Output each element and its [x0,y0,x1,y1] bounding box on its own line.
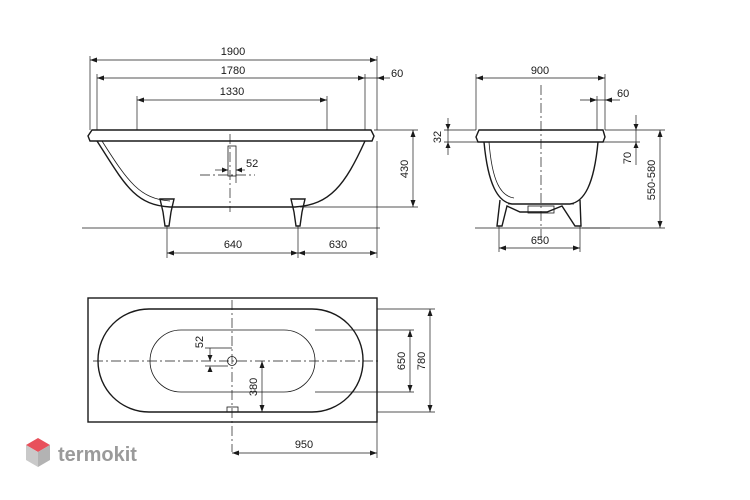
plan-inner-width-label: 650 [396,352,408,370]
side-leg-spacing-label: 640 [224,239,242,251]
side-bottom-length-label: 1330 [220,86,244,98]
side-inner-length-label: 1780 [221,65,245,77]
plan-overall-width-label: 780 [416,352,428,370]
end-rim-thickness-label: 32 [432,131,444,143]
side-view: 1900 1780 60 1330 52 430 [82,46,418,258]
end-overall-width-label: 900 [531,65,549,77]
brand-name: termokit [58,444,137,466]
plan-drain-to-edge-label: 380 [248,378,260,396]
side-depth-label: 430 [399,160,411,178]
side-rim-width-label: 60 [391,68,403,80]
plan-view: 52 380 650 780 950 [87,297,435,458]
plan-drain-offset-label: 52 [194,336,206,348]
end-leg-width-label: 650 [531,235,549,247]
end-rim-width-label: 60 [617,88,629,100]
side-leg-end-offset-label: 630 [329,239,347,251]
logo-cube-right [38,445,50,467]
logo-cube-left [26,445,38,467]
plan-drain-position-label: 950 [295,439,313,451]
end-rim-drop-label: 70 [622,152,634,164]
termokit-logo: termokit [26,438,137,467]
side-drain-offset-label: 52 [246,158,258,170]
end-height-range-label: 550-580 [646,160,658,200]
end-view: 900 60 32 70 550-580 650 [432,65,665,252]
side-overall-length-label: 1900 [221,46,245,58]
